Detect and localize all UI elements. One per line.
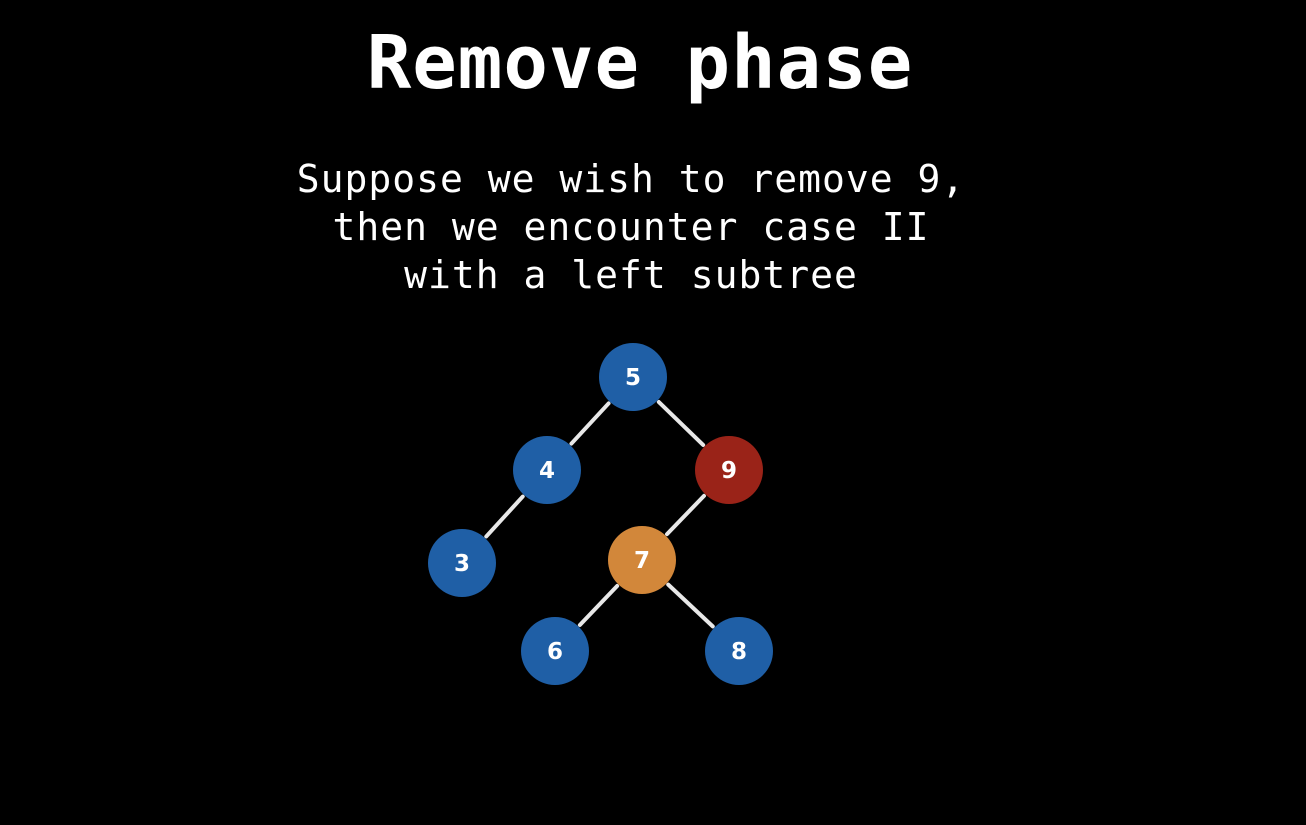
node-label: 9 [721,458,737,484]
tree-node-9: 9 [695,436,763,504]
node-circle [695,436,763,504]
edge-9-7 [665,493,706,537]
tree-node-3: 3 [428,529,496,597]
tree-node-8: 8 [705,617,773,685]
edge-5-9 [656,400,706,447]
edge-7-8 [666,582,715,629]
node-circle [599,343,667,411]
slide-subtitle: Suppose we wish to remove 9, then we enc… [0,155,1262,299]
node-label: 4 [539,458,555,484]
slide-title: Remove phase [366,20,914,106]
node-circle [513,436,581,504]
node-label: 5 [625,365,641,391]
edge-7-6 [577,584,620,627]
node-label: 8 [731,639,747,665]
tree-node-7: 7 [608,526,676,594]
node-label: 7 [634,548,650,574]
tree-edges [484,400,715,629]
tree-node-6: 6 [521,617,589,685]
tree-node-5: 5 [599,343,667,411]
tree-node-4: 4 [513,436,581,504]
edge-5-4 [569,401,611,446]
subtitle-line-1: Suppose we wish to remove 9, [296,157,966,201]
subtitle-line-3: with a left subtree [404,253,858,297]
tree-nodes: 5 4 9 3 7 6 8 [428,343,773,685]
edge-4-3 [484,494,525,539]
subtitle-line-2: then we encounter case II [332,205,930,249]
node-label: 6 [547,639,563,665]
node-label: 3 [454,551,470,577]
node-circle [705,617,773,685]
node-circle [608,526,676,594]
node-circle [428,529,496,597]
node-circle [521,617,589,685]
